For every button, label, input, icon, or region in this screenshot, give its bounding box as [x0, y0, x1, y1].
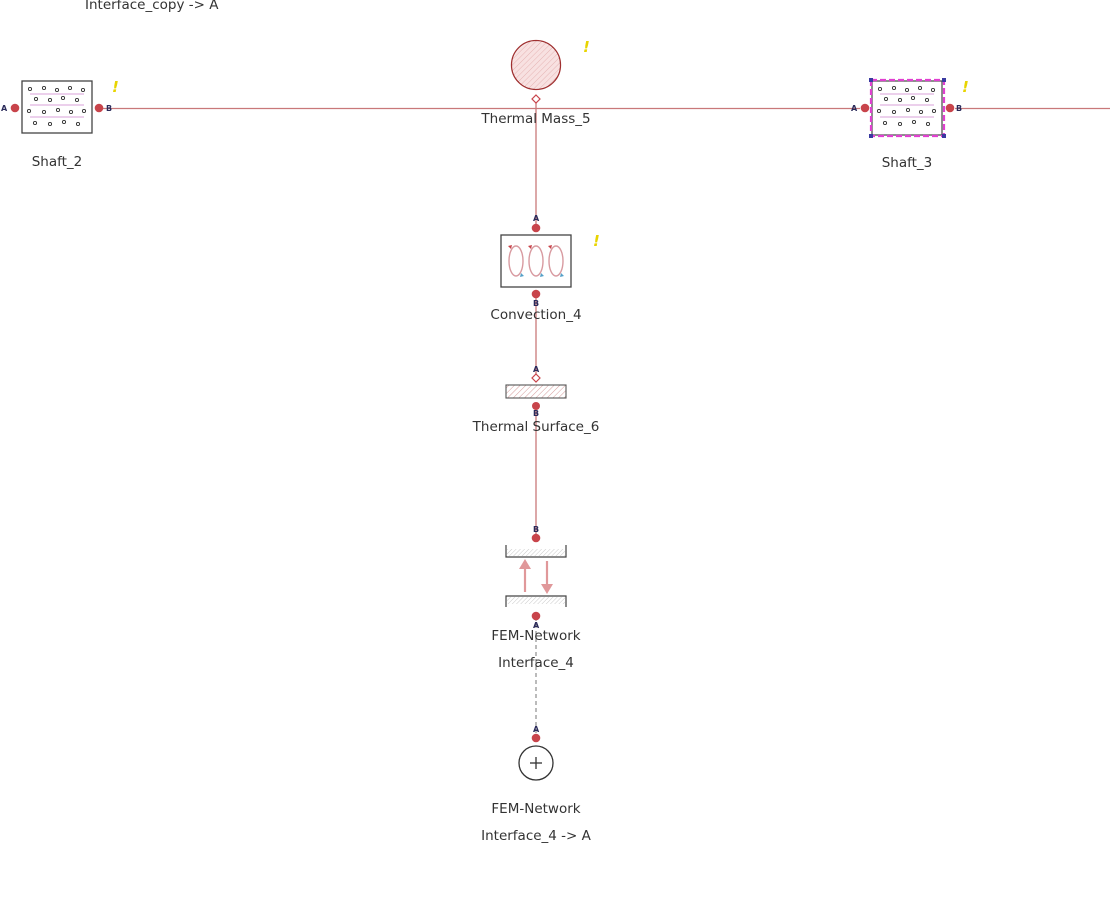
- port-b[interactable]: [531, 533, 541, 543]
- block-label: Thermal Surface_6: [472, 419, 600, 435]
- block-fem-network-interface-4-a[interactable]: A FEM-Network Interface_4 -> A: [481, 725, 592, 844]
- block-label: Thermal Mass_5: [480, 111, 590, 127]
- block-label-line2: Interface_4 -> A: [481, 828, 592, 844]
- convection-loop-arrows: [520, 273, 564, 277]
- port-a[interactable]: [531, 733, 541, 743]
- convection-loops: [508, 245, 564, 277]
- shaft-flow-arrows: [30, 93, 84, 118]
- port-b[interactable]: [94, 103, 104, 113]
- block-label: Shaft_2: [32, 154, 83, 170]
- shaft-dots: [876, 85, 937, 127]
- wires: [102, 100, 1110, 737]
- port-b-label: B: [106, 104, 112, 113]
- port-a[interactable]: [531, 94, 541, 104]
- shaft-dots: [26, 85, 87, 127]
- port-a[interactable]: [531, 373, 541, 383]
- port-a-label: A: [533, 214, 540, 223]
- warning-icon[interactable]: !: [962, 78, 969, 96]
- warning-icon[interactable]: !: [593, 232, 600, 250]
- port-a[interactable]: [860, 103, 870, 113]
- port-a-label: A: [533, 365, 540, 374]
- port-b[interactable]: [532, 402, 540, 410]
- selection-handles[interactable]: [869, 78, 946, 138]
- port-a[interactable]: [10, 103, 20, 113]
- port-b-label: B: [533, 525, 539, 534]
- warning-icon[interactable]: !: [112, 78, 119, 96]
- port-b-label: B: [956, 104, 962, 113]
- block-label: Shaft_3: [882, 155, 933, 171]
- block-label-line1: FEM-Network: [491, 801, 580, 817]
- block-shaft-2[interactable]: A B ! Shaft_2: [1, 78, 119, 170]
- top-partial-label: Interface_copy -> A: [85, 0, 219, 13]
- selection-outline: [869, 78, 946, 138]
- thermal-surface-icon: [505, 384, 567, 399]
- port-b-label: B: [533, 409, 539, 418]
- port-b[interactable]: [531, 289, 541, 299]
- convection-icon: [500, 234, 572, 288]
- block-label-line1: FEM-Network: [491, 628, 580, 644]
- block-thermal-mass-5[interactable]: ! Thermal Mass_5: [480, 38, 590, 127]
- block-shaft-3[interactable]: A B ! Shaft_3: [851, 78, 969, 171]
- block-label-line2: Interface_4: [498, 655, 574, 671]
- block-thermal-surface-6[interactable]: A B Thermal Surface_6: [472, 365, 600, 435]
- convection-loop-arrows-red: [508, 245, 552, 249]
- port-b-label: B: [533, 299, 539, 308]
- fem-interface-icon: [505, 545, 567, 607]
- block-fem-network-interface-4[interactable]: B A FEM-Network Interface_4: [491, 525, 580, 671]
- port-a-label: A: [1, 104, 8, 113]
- shaft-icon: [871, 80, 943, 136]
- block-convection-4[interactable]: A B ! Convection_4: [490, 214, 599, 323]
- port-a[interactable]: [531, 223, 541, 233]
- port-a-label: A: [533, 621, 540, 630]
- port-a-label: A: [533, 725, 540, 734]
- port-a[interactable]: [531, 611, 541, 621]
- thermal-mass-fill: [512, 41, 560, 89]
- block-label: Convection_4: [490, 307, 581, 323]
- shaft-flow-arrows: [880, 93, 934, 118]
- warning-icon[interactable]: !: [583, 38, 590, 56]
- port-b[interactable]: [945, 103, 955, 113]
- port-a-label: A: [851, 104, 858, 113]
